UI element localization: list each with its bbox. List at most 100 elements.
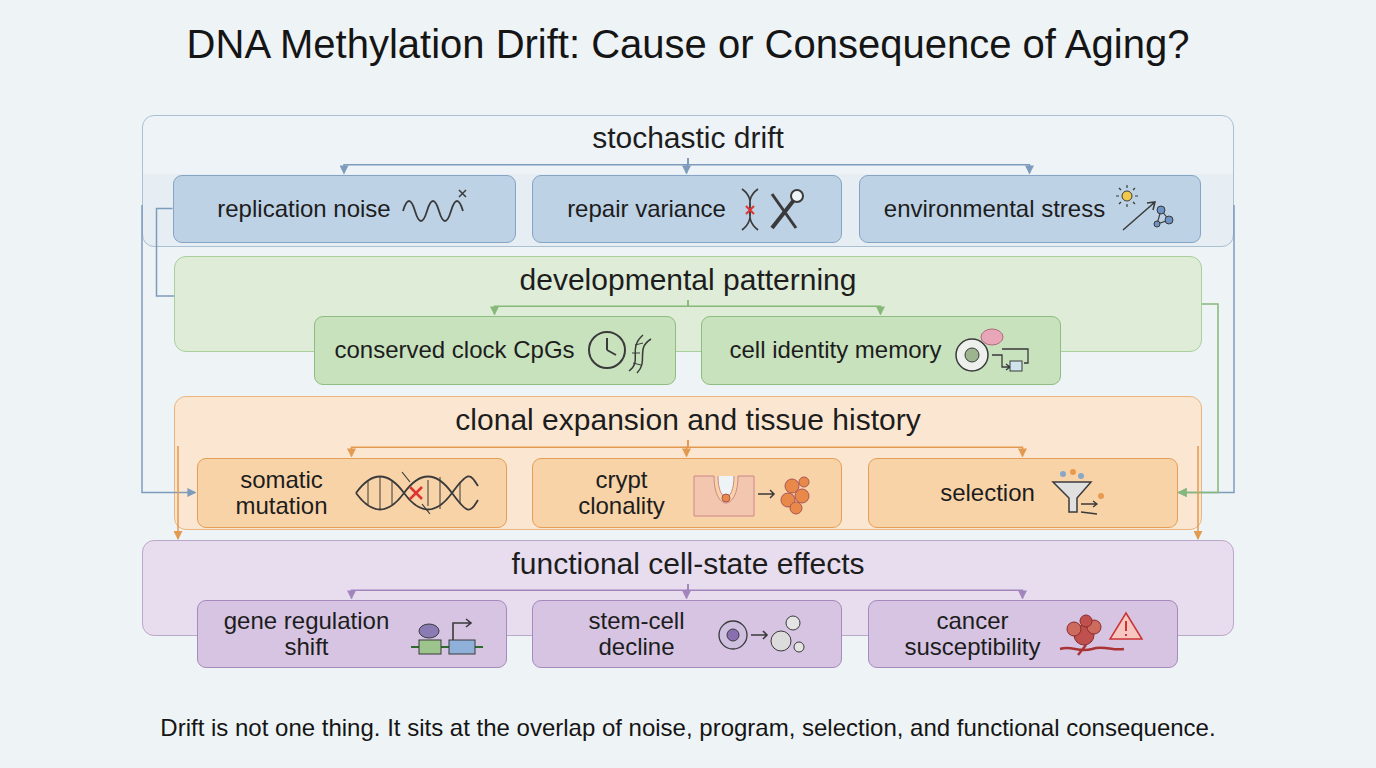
factor-box: environmental stress xyxy=(859,175,1201,243)
icon-part xyxy=(459,190,466,197)
icon-part xyxy=(402,472,430,514)
icon-part xyxy=(1078,473,1084,479)
band-header: stochastic drift xyxy=(143,121,1233,155)
icon-part xyxy=(746,206,754,214)
icon-part xyxy=(794,642,804,652)
icon-part xyxy=(629,335,651,373)
factor-icon xyxy=(585,325,655,375)
factor-label-group: cancer susceptibility xyxy=(898,608,1048,660)
factor-icon xyxy=(736,184,806,234)
icon-part xyxy=(1053,482,1091,512)
icon-part xyxy=(607,338,616,355)
icon-part xyxy=(1081,501,1097,514)
factor-label: cell identity memory xyxy=(729,337,941,363)
connector-arrow xyxy=(1179,205,1235,493)
icon-part xyxy=(1125,621,1127,636)
connector-arrow xyxy=(688,300,881,315)
icon-part xyxy=(981,329,1003,345)
icon-part xyxy=(772,194,796,228)
icon-part xyxy=(772,200,794,228)
icon-part xyxy=(722,494,730,502)
factor-label-group: stem-cell decline xyxy=(567,608,707,660)
factor-label: somatic mutation xyxy=(222,467,342,519)
icon-part xyxy=(356,476,478,509)
icon-part xyxy=(791,190,803,202)
factor-label-group: environmental stress xyxy=(884,196,1105,222)
connector-arrow xyxy=(1197,446,1199,539)
icon-part xyxy=(956,339,988,371)
factor-label-group: conserved clock CpGs xyxy=(334,337,574,363)
connector-arrow xyxy=(688,158,1030,174)
icon-part xyxy=(965,348,979,362)
factor-label: selection xyxy=(940,480,1035,506)
factor-label: crypt clonality xyxy=(562,467,682,519)
icon-part xyxy=(419,624,439,638)
factor-label-group: replication noise xyxy=(217,196,390,222)
connector-arrow xyxy=(344,158,688,174)
icon-part xyxy=(1080,615,1092,627)
factor-label: conserved clock CpGs xyxy=(334,337,574,363)
icon-part xyxy=(1067,622,1081,636)
icon-part xyxy=(1070,469,1076,475)
icon-part xyxy=(1123,202,1155,230)
factor-box: replication noise xyxy=(173,175,516,243)
icon-part xyxy=(694,476,754,516)
icon-part xyxy=(1060,471,1066,477)
connector-arrow xyxy=(157,209,175,297)
icon-part xyxy=(1098,493,1104,499)
icon-part xyxy=(403,201,463,221)
icon-part xyxy=(1060,645,1124,655)
group-band: stochastic drift replication noise repair … xyxy=(142,115,1234,247)
band-header: clonal expansion and tissue history xyxy=(175,403,1201,437)
icon-part xyxy=(771,631,791,651)
factor-label-group: crypt clonality xyxy=(562,467,682,519)
factor-box: cell identity memory xyxy=(701,316,1061,385)
icon-part xyxy=(368,477,460,509)
icon-part xyxy=(632,343,643,365)
band-title: clonal expansion and tissue history xyxy=(455,403,920,437)
factor-label-group: gene regulation shift xyxy=(217,608,397,660)
icon-part xyxy=(1010,361,1022,371)
connector-arrow xyxy=(352,440,689,457)
icon-part xyxy=(453,619,471,640)
connector-arrow xyxy=(177,446,179,539)
factor-icon xyxy=(352,468,482,518)
icon-part xyxy=(1165,216,1173,224)
factor-label: cancer susceptibility xyxy=(898,608,1048,660)
icon-part xyxy=(1122,191,1132,201)
factor-box: selection xyxy=(868,458,1178,528)
band-title: developmental patterning xyxy=(520,263,857,297)
factor-box: repair variance xyxy=(532,175,842,243)
icon-part xyxy=(1110,613,1142,639)
icon-part xyxy=(1154,221,1160,227)
connector-arrow xyxy=(495,300,689,315)
connector-arrow xyxy=(352,584,689,599)
factor-box: somatic mutation xyxy=(197,458,507,528)
icon-part xyxy=(419,640,441,654)
icon-part xyxy=(589,332,625,368)
connector-arrow xyxy=(688,440,1023,457)
factor-label-group: selection xyxy=(940,480,1035,506)
icon-part xyxy=(1116,185,1138,207)
factor-box: conserved clock CpGs xyxy=(314,316,676,385)
factor-icon xyxy=(717,609,807,659)
icon-part xyxy=(1157,206,1165,214)
factor-label-group: repair variance xyxy=(567,196,726,222)
factor-label: stem-cell decline xyxy=(567,608,707,660)
icon-part xyxy=(786,616,800,630)
factor-label-group: cell identity memory xyxy=(729,337,941,363)
icon-part xyxy=(992,349,1028,370)
factor-box: gene regulation shift xyxy=(197,600,507,668)
icon-part xyxy=(742,189,758,230)
band-header: developmental patterning xyxy=(175,263,1201,297)
factor-label: environmental stress xyxy=(884,196,1105,222)
icon-part xyxy=(410,487,422,499)
icon-part xyxy=(449,640,475,654)
factor-label: replication noise xyxy=(217,196,390,222)
band-header: functional cell-state effects xyxy=(143,547,1233,581)
connector-arrow xyxy=(688,584,1023,599)
icon-part xyxy=(758,490,774,498)
factor-label: repair variance xyxy=(567,196,726,222)
band-title: stochastic drift xyxy=(592,121,784,155)
factor-label: gene regulation shift xyxy=(217,608,397,660)
